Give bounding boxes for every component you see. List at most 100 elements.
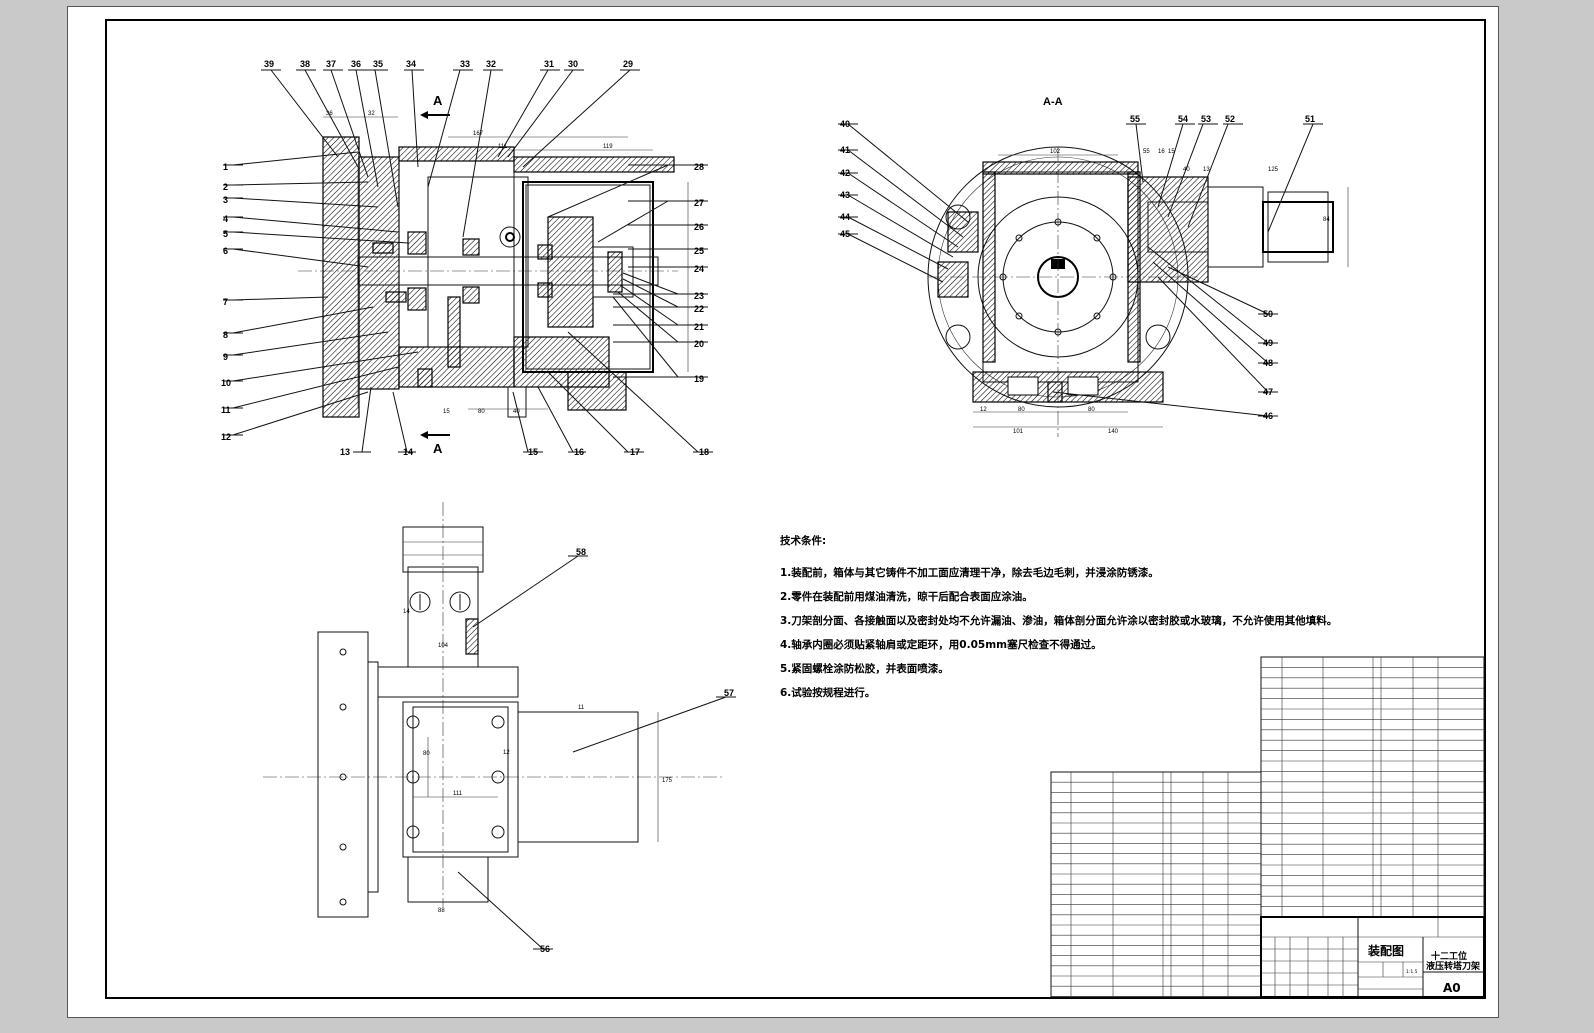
balloon-53: 53 [1201, 114, 1211, 124]
dim-16: 16 [1158, 149, 1165, 155]
balloon-9: 9 [223, 352, 228, 362]
dim-80-plan: 80 [423, 751, 430, 757]
balloon-20: 20 [694, 339, 704, 349]
section-mark-top: A [433, 93, 443, 108]
section-mark-bottom: A [433, 441, 443, 456]
balloon-51: 51 [1305, 114, 1315, 124]
dim-88: 88 [438, 908, 445, 914]
dim-40: 40 [513, 409, 520, 415]
balloon-19: 19 [694, 374, 704, 384]
balloon-18: 18 [699, 447, 709, 457]
balloon-41: 41 [840, 145, 850, 155]
balloon-22: 22 [694, 304, 704, 314]
dim-125: 125 [1268, 167, 1279, 173]
balloon-29: 29 [623, 59, 633, 69]
parts-list-left [1050, 771, 1262, 998]
dim-167: 167 [473, 131, 484, 137]
balloon-2: 2 [223, 182, 228, 192]
technical-requirements: 技术条件: 1.装配前，箱体与其它铸件不加工面应清理干净，除去毛边毛刺，并浸涂防… [780, 534, 1337, 699]
inner-frame [105, 19, 1486, 999]
assembly-drawing: 111 119 167 15 80 40 36 32 A A [105, 19, 1486, 999]
tech-req-1: 1.装配前，箱体与其它铸件不加工面应清理干净，除去毛边毛刺，并浸涂防锈漆。 [780, 566, 1159, 579]
balloon-15: 15 [528, 447, 538, 457]
dim-14: 14 [403, 609, 410, 615]
dim-84: 84 [1323, 217, 1330, 223]
tech-req-4: 4.轴承内圈必须贴紧轴肩或定距环，用0.05mm塞尺检查不得通过。 [780, 638, 1102, 651]
balloon-7: 7 [223, 297, 228, 307]
balloon-5: 5 [223, 229, 228, 239]
drawing-name-line2: 液压转塔刀架 [1426, 960, 1480, 972]
balloon-42: 42 [840, 168, 850, 178]
balloon-30: 30 [568, 59, 578, 69]
balloon-33: 33 [460, 59, 470, 69]
dim-55: 55 [1143, 149, 1150, 155]
balloon-13: 13 [340, 447, 350, 457]
dim-36: 36 [326, 111, 333, 117]
balloon-49: 49 [1263, 338, 1273, 348]
balloon-6: 6 [223, 246, 228, 256]
balloon-11: 11 [221, 405, 231, 415]
dim-104: 104 [438, 643, 449, 649]
balloon-47: 47 [1263, 387, 1273, 397]
dim-80: 80 [478, 409, 485, 415]
dim-111-plan: 111 [453, 791, 463, 797]
balloon-35: 35 [373, 59, 383, 69]
balloon-21: 21 [694, 322, 704, 332]
balloon-24: 24 [694, 264, 704, 274]
balloon-37: 37 [326, 59, 336, 69]
dim-32: 32 [368, 111, 375, 117]
balloon-58: 58 [576, 547, 586, 557]
balloon-16: 16 [574, 447, 584, 457]
balloon-1: 1 [223, 162, 228, 172]
drawing-sheet: 111 119 167 15 80 40 36 32 A A [67, 6, 1499, 1018]
balloon-23: 23 [694, 291, 704, 301]
section-view-title: A-A [1043, 96, 1063, 108]
plan-view: 104 111 80 12 11 175 88 14 58 57 56 [263, 502, 736, 954]
balloon-40: 40 [840, 119, 850, 129]
balloon-28: 28 [694, 162, 704, 172]
balloon-34: 34 [406, 59, 416, 69]
balloon-46: 46 [1263, 411, 1273, 421]
drawing-name-line1: 十二工位 [1431, 950, 1467, 962]
balloon-56: 56 [540, 944, 550, 954]
dim-101: 101 [1013, 429, 1024, 435]
balloon-3: 3 [223, 195, 228, 205]
dim-80-aa-1: 80 [1018, 407, 1025, 413]
balloon-52: 52 [1225, 114, 1235, 124]
main-section-view: 111 119 167 15 80 40 36 32 A A [298, 93, 689, 456]
balloon-45: 45 [840, 229, 850, 239]
dim-13: 13 [1203, 167, 1210, 173]
balloon-26: 26 [694, 222, 704, 232]
balloon-39: 39 [264, 59, 274, 69]
balloon-31: 31 [544, 59, 554, 69]
dim-15-aa: 15 [1168, 149, 1175, 155]
tech-req-5: 5.紧固螺栓涂防松胶，并表面喷漆。 [780, 662, 949, 675]
tech-req-title: 技术条件: [780, 534, 826, 547]
balloon-55: 55 [1130, 114, 1140, 124]
scale: 1:1.5 [1406, 969, 1418, 975]
balloon-32: 32 [486, 59, 496, 69]
balloon-25: 25 [694, 246, 704, 256]
main-flange [322, 136, 360, 418]
balloon-44: 44 [840, 212, 850, 222]
balloon-12: 12 [221, 432, 231, 442]
balloon-10: 10 [221, 378, 231, 388]
balloon-17: 17 [630, 447, 640, 457]
dim-102: 102 [1050, 149, 1061, 155]
balloon-8: 8 [223, 330, 228, 340]
dim-119: 119 [603, 144, 613, 150]
balloon-36: 36 [351, 59, 361, 69]
balloon-27: 27 [694, 198, 704, 208]
tech-req-2: 2.零件在装配前用煤油清洗，晾干后配合表面应涂油。 [780, 590, 1033, 603]
balloon-57: 57 [724, 688, 734, 698]
dim-111: 111 [498, 144, 508, 150]
tech-req-6: 6.试验按规程进行。 [780, 686, 875, 699]
dim-15: 15 [443, 409, 450, 415]
dim-80-aa-2: 80 [1088, 407, 1095, 413]
balloon-38: 38 [300, 59, 310, 69]
dim-40-aa: 40 [1183, 167, 1190, 173]
dim-175: 175 [662, 778, 673, 784]
drawing-type: 装配图 [1367, 943, 1404, 958]
tech-req-3: 3.刀架剖分面、各接触面以及密封处均不允许漏油、渗油，箱体剖分面允许涂以密封胶或… [780, 614, 1337, 627]
section-balloons: 40 41 42 43 44 45 46 47 48 49 50 51 52 5… [838, 114, 1323, 421]
